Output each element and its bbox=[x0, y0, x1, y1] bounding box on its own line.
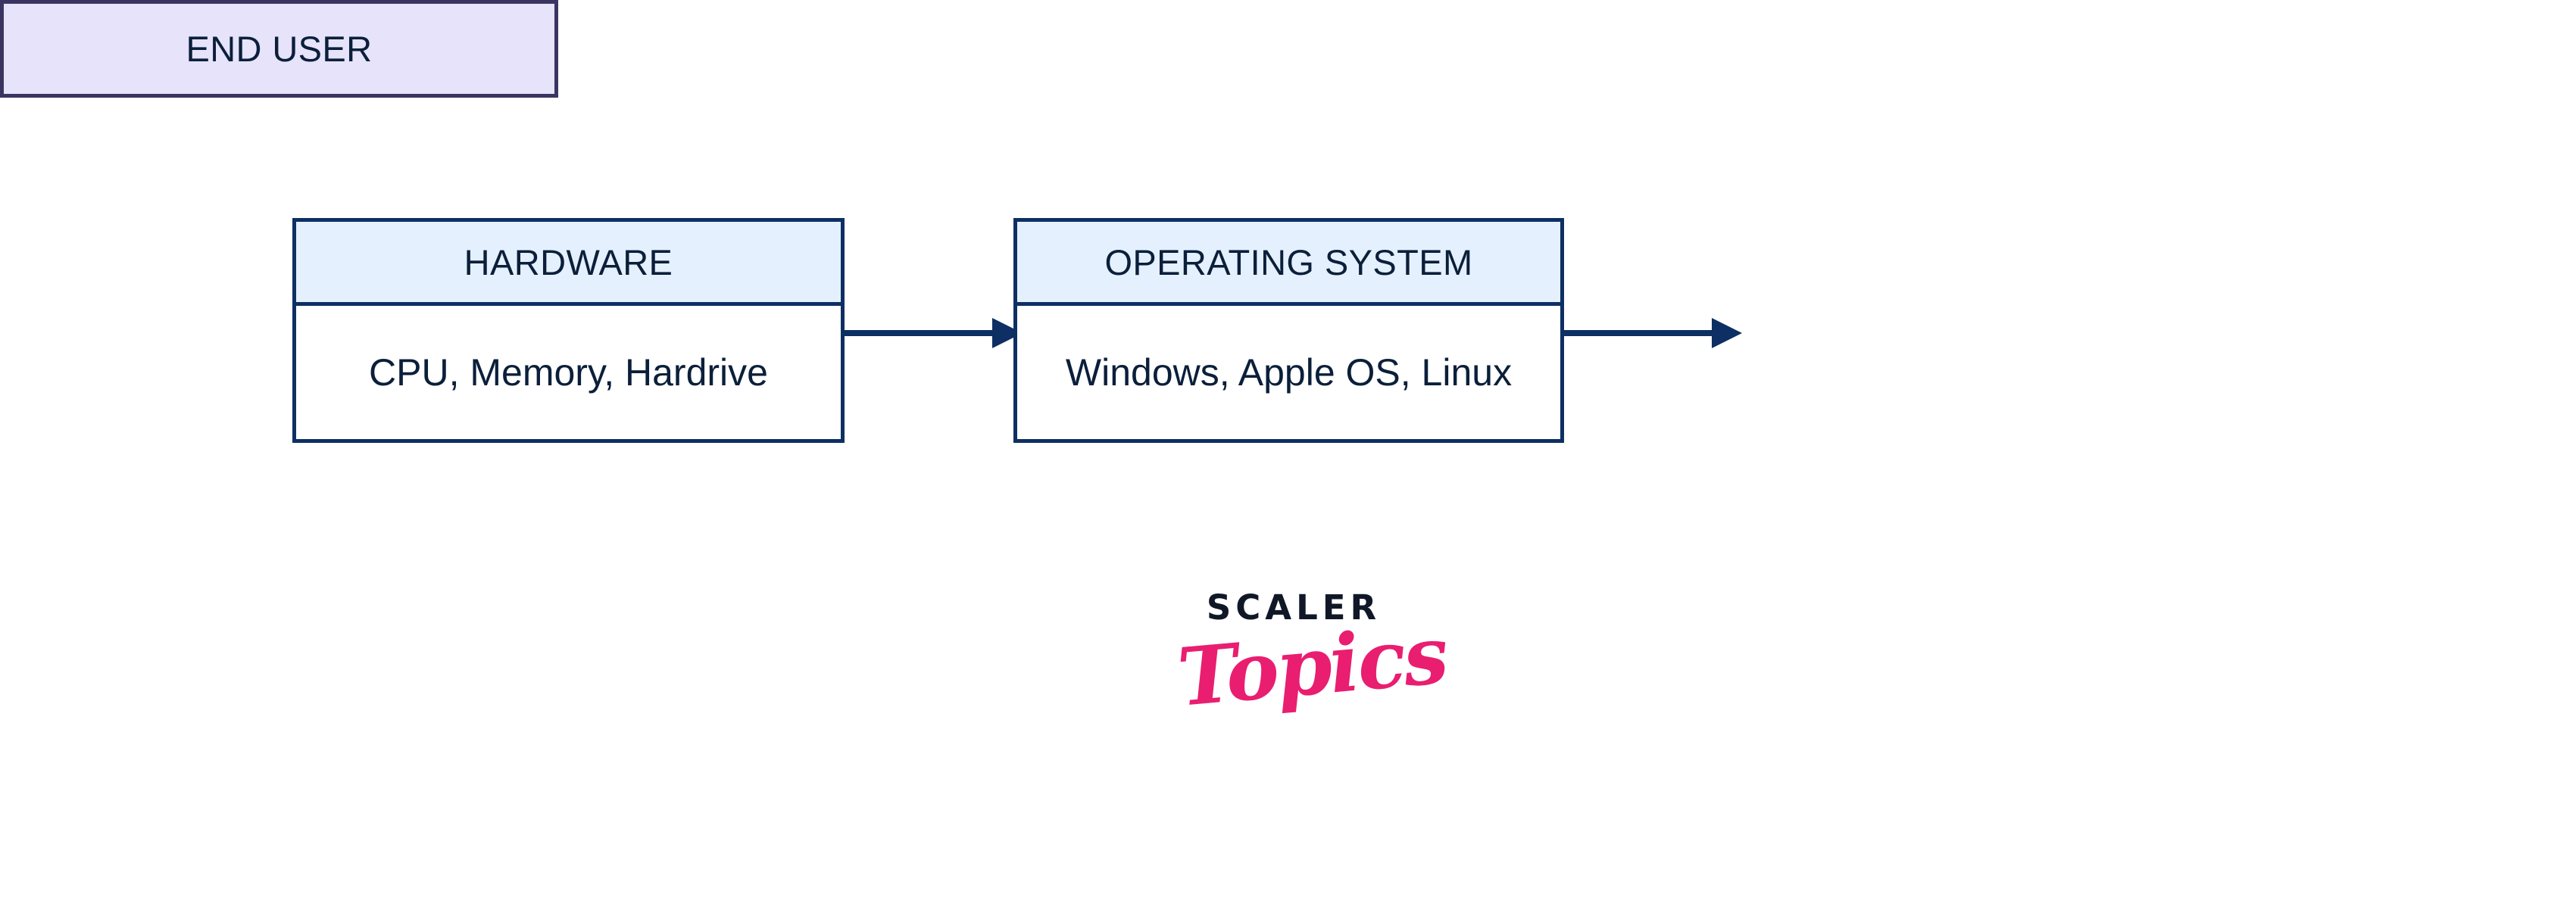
connector-operating-system-to-end-user bbox=[1560, 314, 1742, 352]
node-hardware-header: HARDWARE bbox=[296, 222, 841, 306]
connector-hardware-to-operating-system bbox=[841, 314, 1023, 352]
node-hardware[interactable]: HARDWARE CPU, Memory, Hardrive bbox=[292, 218, 845, 443]
node-operating-system-header: OPERATING SYSTEM bbox=[1017, 222, 1560, 306]
arrow-right-icon bbox=[1560, 318, 1742, 348]
node-operating-system-body: Windows, Apple OS, Linux bbox=[1017, 306, 1560, 439]
arrow-right-icon bbox=[841, 318, 1023, 348]
node-end-user-label: END USER bbox=[186, 29, 373, 69]
brand-wordmark-scaler: SCALER bbox=[1206, 587, 1382, 628]
node-operating-system[interactable]: OPERATING SYSTEM Windows, Apple OS, Linu… bbox=[1013, 218, 1564, 443]
node-end-user[interactable]: END USER bbox=[0, 0, 558, 98]
brand-logo: SCALER Topics bbox=[1174, 587, 1450, 757]
node-hardware-body: CPU, Memory, Hardrive bbox=[296, 306, 841, 439]
brand-script-topics: Topics bbox=[1174, 607, 1450, 724]
